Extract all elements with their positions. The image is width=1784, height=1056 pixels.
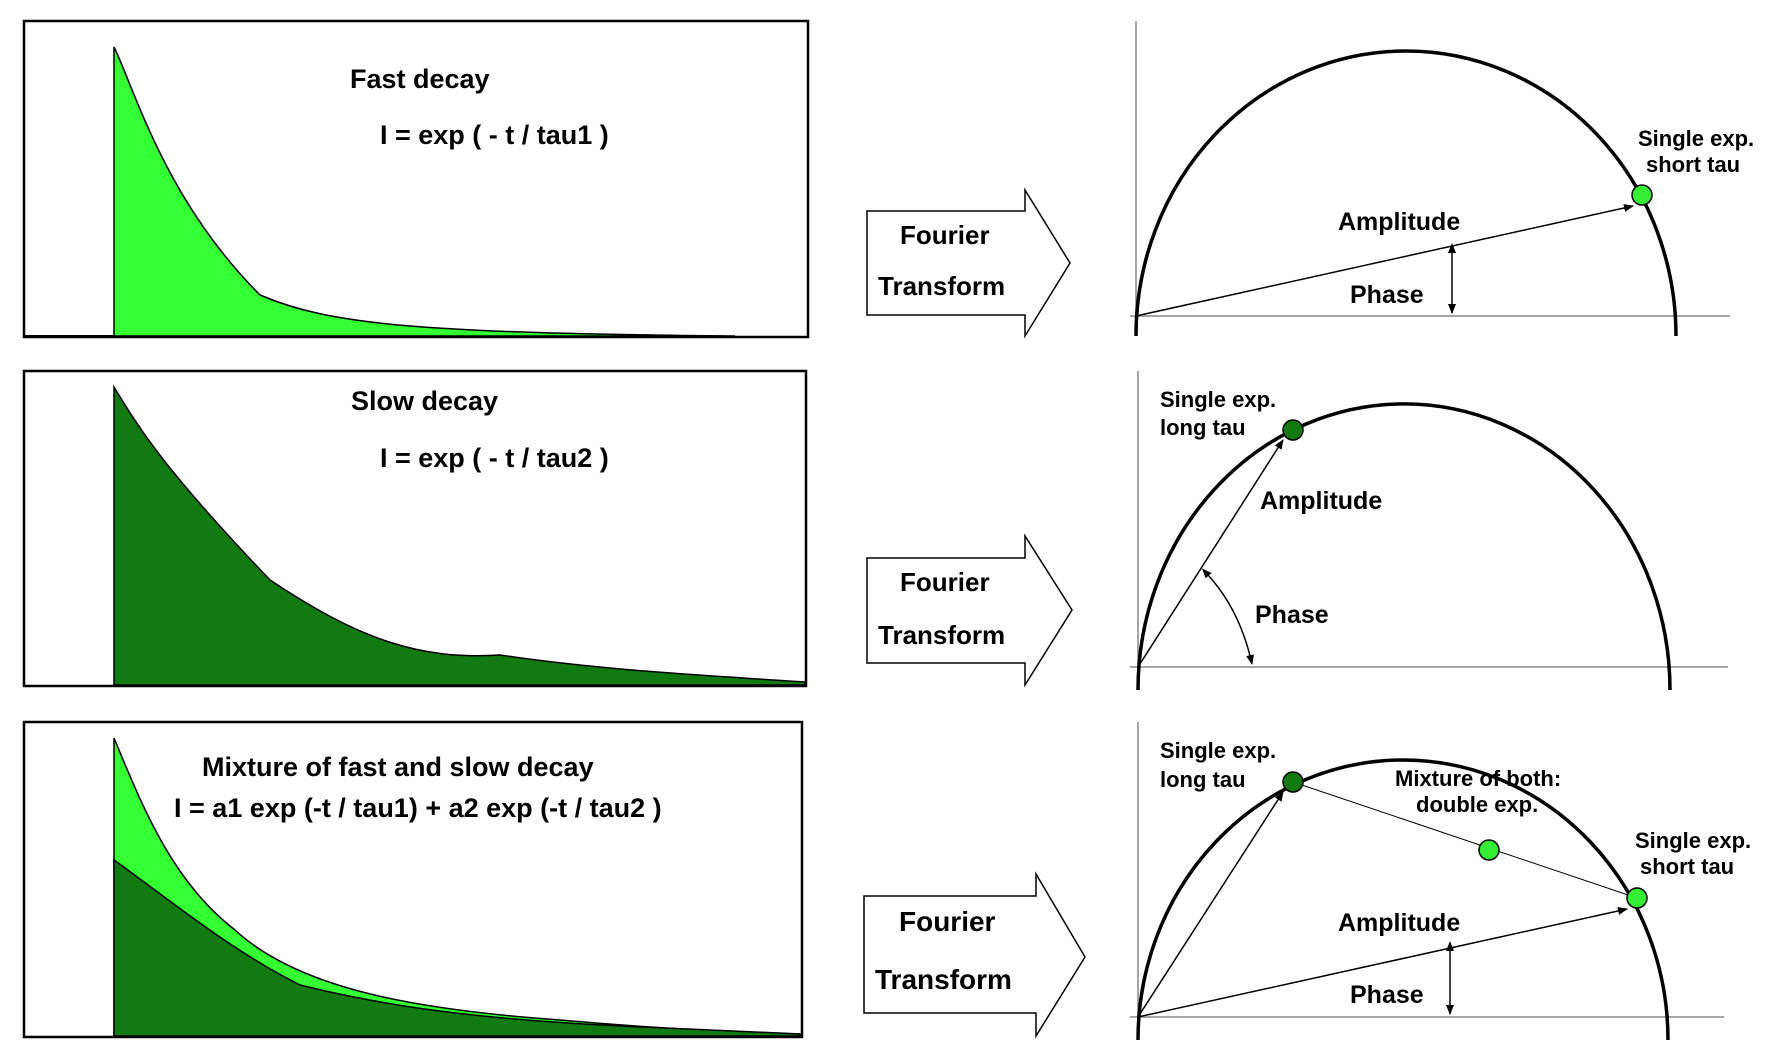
phasor-3-amplitude-label: Amplitude (1338, 909, 1460, 937)
phasor-3-long-line2: long tau (1160, 767, 1246, 792)
fourier-arrow-2-line2: Transform (878, 620, 1005, 650)
fast-decay-title: Fast decay (350, 64, 490, 94)
phasor-1-point-line2: short tau (1646, 152, 1740, 177)
fourier-arrow-3-line2: Transform (875, 964, 1012, 995)
phasor-plot-2: Amplitude Phase Single exp. long tau (1130, 371, 1728, 691)
phasor-3-mixture-chord (1292, 781, 1638, 899)
phasor-3-long-line1: Single exp. (1160, 738, 1276, 763)
phasor-3-short-tau-point (1626, 887, 1648, 909)
mixture-decay-panel: Mixture of fast and slow decay I = a1 ex… (22, 720, 804, 1039)
phasor-plot-1: Amplitude Phase Single exp. short tau (1130, 21, 1754, 337)
fourier-arrow-1: Fourier Transform (866, 187, 1071, 339)
phasor-1-point-line1: Single exp. (1638, 126, 1754, 151)
fourier-arrow-2-shape (866, 533, 1073, 688)
fourier-arrow-3-line1: Fourier (899, 906, 996, 937)
phasor-2-long-tau-point (1282, 419, 1304, 441)
mixture-decay-title: Mixture of fast and slow decay (202, 752, 594, 782)
fast-decay-equation: I = exp ( - t / tau1 ) (380, 120, 609, 150)
fast-decay-panel: Fast decay I = exp ( - t / tau1 ) (22, 19, 810, 339)
phasor-1-amplitude-label: Amplitude (1338, 208, 1460, 236)
phasor-2-amplitude-vector (1137, 439, 1284, 668)
fourier-arrow-3-shape (863, 871, 1086, 1039)
phasor-2-semicircle (1136, 402, 1672, 691)
phasor-2-amplitude-label: Amplitude (1260, 487, 1382, 515)
phasor-2-phase-arc (1201, 568, 1254, 665)
slow-decay-equation: I = exp ( - t / tau2 ) (380, 443, 609, 473)
fast-decay-curve (113, 46, 736, 337)
fourier-arrow-1-line2: Transform (878, 271, 1005, 301)
phasor-3-amplitude-vector (1137, 907, 1628, 1018)
slow-decay-curve (113, 384, 806, 686)
slow-decay-title: Slow decay (351, 386, 498, 416)
phasor-plot-3: Single exp. long tau Mixture of both: do… (1130, 722, 1751, 1041)
phasor-3-mix-line1: Mixture of both: (1395, 766, 1561, 791)
phasor-3-mixture-point (1478, 839, 1500, 861)
phasor-3-short-line1: Single exp. (1635, 828, 1751, 853)
phasor-3-long-tau-vector (1137, 791, 1284, 1018)
mixture-slow-curve (113, 858, 801, 1037)
phasor-1-amplitude-vector (1135, 204, 1634, 317)
phasor-3-long-tau-point (1282, 771, 1304, 793)
phasor-1-short-tau-point (1631, 184, 1653, 206)
mixture-decay-equation: I = a1 exp (-t / tau1) + a2 exp (-t / ta… (174, 793, 662, 823)
phasor-1-phase-label: Phase (1350, 281, 1424, 309)
fourier-arrow-2-line1: Fourier (900, 567, 990, 597)
fourier-arrow-3: Fourier Transform (863, 871, 1086, 1039)
phasor-3-short-line2: short tau (1640, 854, 1734, 879)
slow-decay-panel: Slow decay I = exp ( - t / tau2 ) (22, 369, 808, 688)
fourier-arrow-1-line1: Fourier (900, 220, 990, 250)
phasor-2-point-line1: Single exp. (1160, 387, 1276, 412)
phasor-2-point-line2: long tau (1160, 415, 1246, 440)
phasor-3-phase-label: Phase (1350, 981, 1424, 1009)
phasor-2-phase-label: Phase (1255, 601, 1329, 629)
fourier-arrow-1-shape (866, 187, 1071, 339)
fourier-arrow-2: Fourier Transform (866, 533, 1073, 688)
phasor-3-mix-line2: double exp. (1416, 792, 1538, 817)
